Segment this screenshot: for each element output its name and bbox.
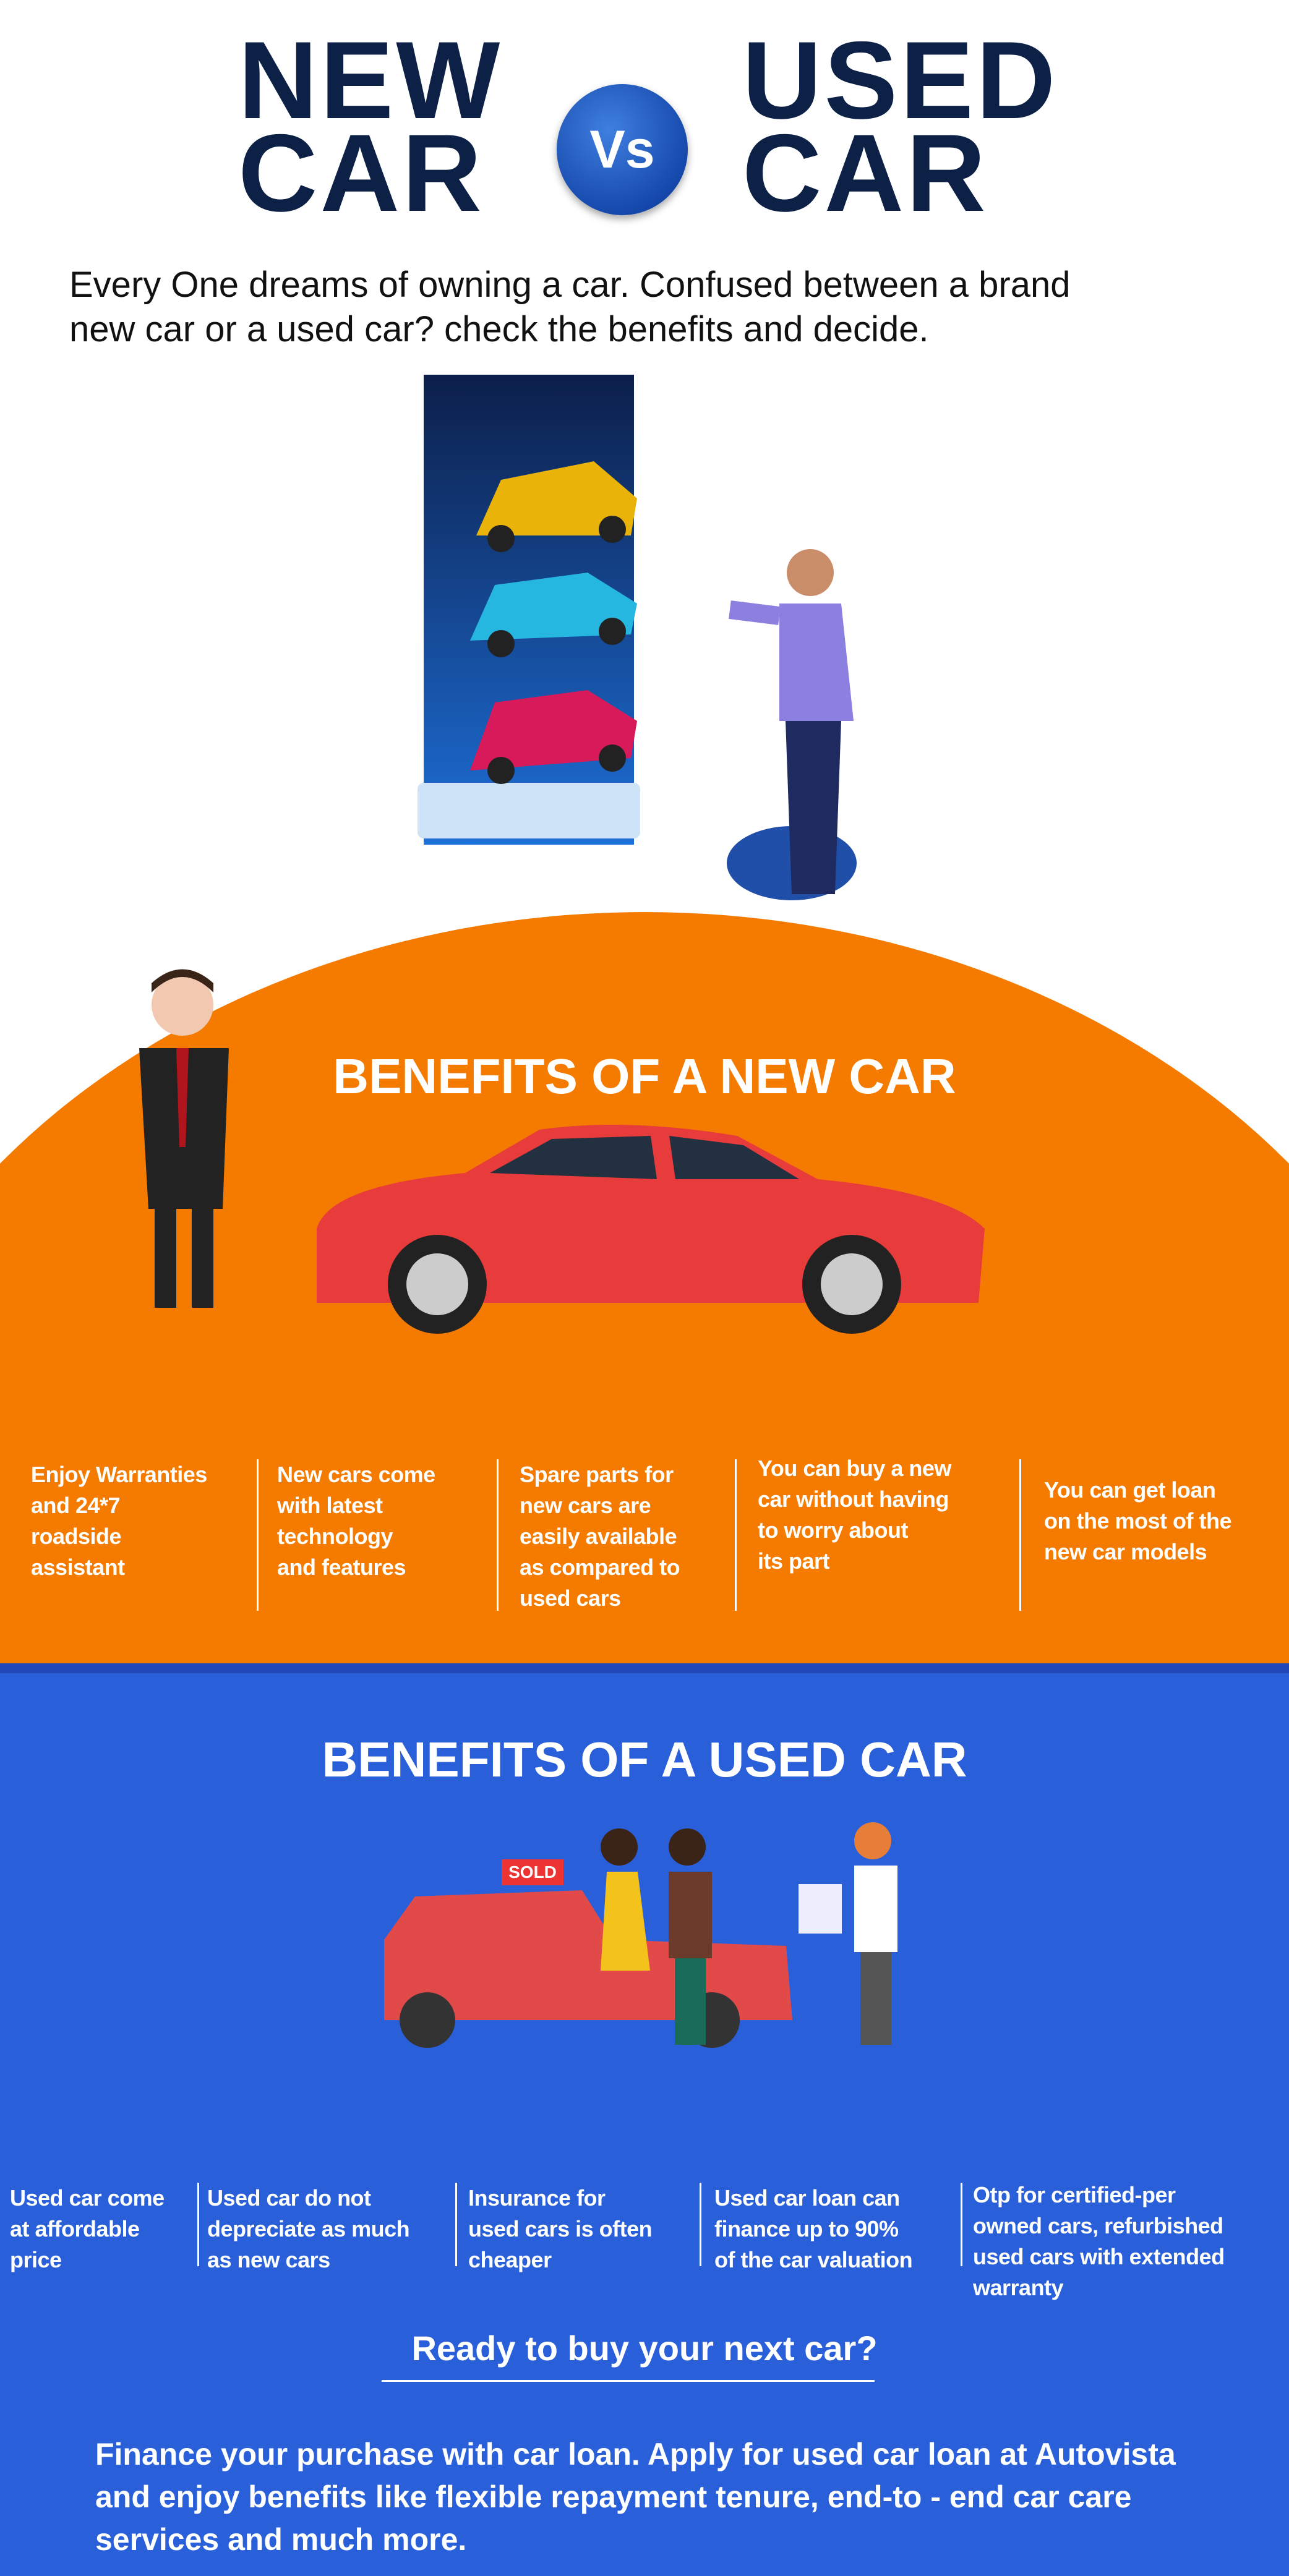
subtitle: Every One dreams of owning a car. Confus…	[69, 265, 1071, 349]
cta-heading: Ready to buy your next car?	[411, 2329, 878, 2368]
divider	[961, 2183, 962, 2266]
used-benefit-3: Insurance for used cars is often cheaper	[468, 2185, 653, 2272]
divider	[700, 2183, 701, 2266]
cta-underline	[382, 2380, 875, 2382]
new-benefit-5: You can get loan on the most of the new …	[1044, 1477, 1231, 1564]
yellow-car	[476, 461, 637, 552]
title-car: CAR	[238, 111, 484, 234]
new-benefit-2: New cars come with latest technology and…	[277, 1462, 435, 1580]
divider	[197, 2183, 199, 2266]
man-figure	[669, 1828, 712, 2045]
new-car-section-fill	[0, 1360, 1289, 1663]
used-benefit-4: Used car loan can finance up to 90% of t…	[714, 2185, 913, 2272]
used-car-section-bg	[0, 1663, 1289, 2576]
dealer-figure	[799, 1822, 897, 2045]
car-showroom-illustration	[418, 375, 857, 900]
vs-badge: Vs	[557, 84, 688, 215]
cyan-car	[470, 573, 637, 657]
sold-sign-text: SOLD	[508, 1862, 557, 1882]
divider	[257, 1459, 259, 1611]
divider	[497, 1459, 499, 1611]
title-new: NEW	[238, 19, 503, 142]
divider	[735, 1459, 737, 1611]
sold-sign	[502, 1859, 563, 1885]
woman-figure	[601, 1828, 650, 1971]
title-used: USED	[742, 19, 1058, 142]
title-car-2: CAR	[742, 111, 988, 234]
used-benefit-5: Otp for certified-per owned cars, refurb…	[973, 2182, 1225, 2300]
businessman-illustration	[139, 969, 229, 1308]
man-figure	[727, 549, 857, 900]
used-car-heading: BENEFITS OF A USED CAR	[322, 1732, 967, 1787]
pink-car	[470, 690, 637, 784]
cta-body: Finance your purchase with car loan. App…	[95, 2437, 1176, 2557]
used-benefit-2: Used car do not depreciate as much as ne…	[207, 2185, 410, 2272]
used-benefit-1: Used car come at affordable price	[10, 2185, 165, 2272]
new-benefit-3: Spare parts for new cars are easily avai…	[520, 1462, 680, 1611]
divider	[1019, 1459, 1021, 1611]
divider	[455, 2183, 457, 2266]
new-car-heading: BENEFITS OF A NEW CAR	[333, 1049, 956, 1104]
new-benefit-1: Enjoy Warranties and 24*7 roadside assis…	[31, 1462, 207, 1580]
red-car-illustration	[317, 1125, 985, 1334]
sold-car-scene-illustration: SOLD	[384, 1822, 897, 2048]
new-benefit-4: You can buy a new car without having to …	[758, 1456, 951, 1574]
